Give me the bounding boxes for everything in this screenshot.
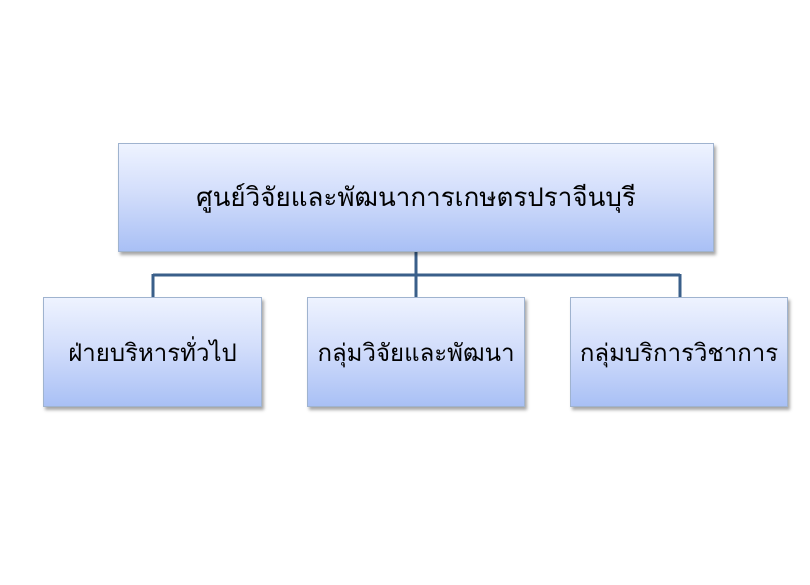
child-node-general-admin: ฝ่ายบริหารทั่วไป — [43, 297, 262, 407]
root-node: ศูนย์วิจัยและพัฒนาการเกษตรปราจีนบุรี — [118, 143, 714, 252]
child-node-label: กลุ่มบริการวิชาการ — [579, 338, 779, 367]
root-node-label: ศูนย์วิจัยและพัฒนาการเกษตรปราจีนบุรี — [196, 183, 636, 213]
child-node-label: กลุ่มวิจัยและพัฒนา — [317, 338, 515, 367]
child-node-label: ฝ่ายบริหารทั่วไป — [68, 338, 237, 367]
child-node-academic-services: กลุ่มบริการวิชาการ — [570, 297, 788, 407]
child-node-research-development: กลุ่มวิจัยและพัฒนา — [307, 297, 525, 407]
